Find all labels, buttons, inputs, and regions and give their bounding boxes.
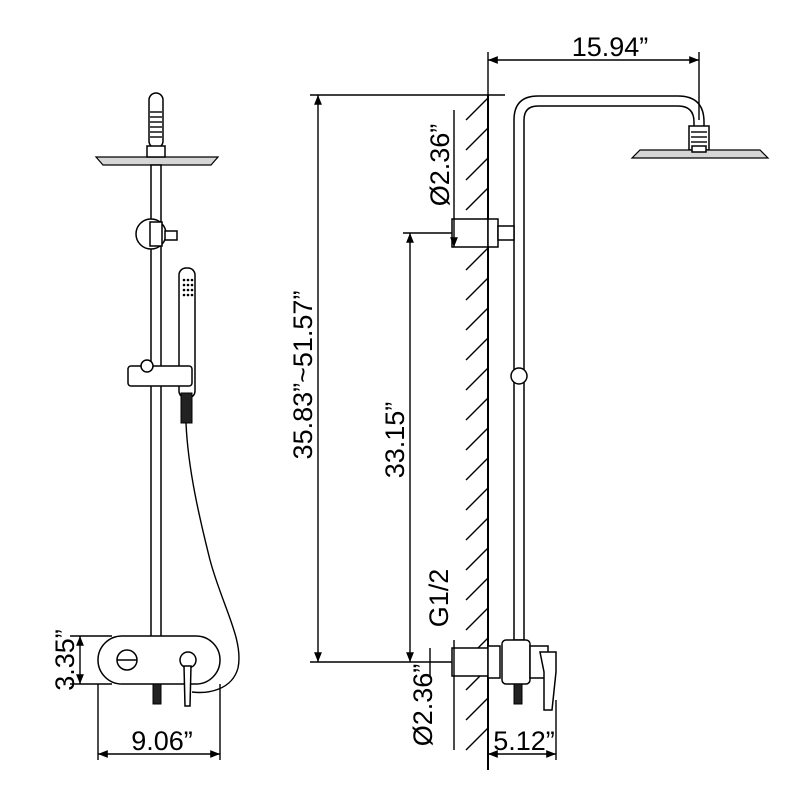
height-range-label: 35.83”~51.57” xyxy=(288,291,318,460)
thread-size-label: G1/2 xyxy=(424,569,454,628)
valve-depth-label: 5.12” xyxy=(493,726,555,756)
side-view: 15.94” 35.83”~51.57” 33.15” Ø2.36” G1/2 xyxy=(288,32,770,770)
front-view: 3.35” 9.06” xyxy=(50,92,240,760)
valve-height-label: 3.35” xyxy=(50,629,80,691)
side-inlet-pipe xyxy=(451,647,489,677)
side-upper-bracket xyxy=(451,218,489,248)
upper-diameter-label: Ø2.36” xyxy=(425,124,455,207)
center-distance-dimension: 33.15” xyxy=(380,232,452,662)
side-shower-head xyxy=(630,149,770,159)
height-range-dimension: 35.83”~51.57” xyxy=(288,94,505,663)
side-valve-body xyxy=(501,639,531,685)
side-shower-arm xyxy=(513,95,705,641)
side-valve-lever xyxy=(539,651,557,711)
upper-diameter-dimension: Ø2.36” xyxy=(425,110,458,247)
front-shower-head xyxy=(94,156,220,166)
valve-height-dimension: 3.35” xyxy=(50,629,112,691)
thread-size-callout: G1/2 xyxy=(424,569,454,676)
front-hose xyxy=(185,422,240,694)
valve-width-dimension: 9.06” xyxy=(97,684,221,760)
valve-width-label: 9.06” xyxy=(131,726,193,756)
head-reach-dimension: 15.94” xyxy=(487,32,700,120)
front-slide-holder xyxy=(127,365,193,387)
lower-diameter-dimension: Ø2.36” xyxy=(408,640,455,750)
valve-depth-dimension: 5.12” xyxy=(488,700,557,760)
head-reach-label: 15.94” xyxy=(572,32,649,62)
front-top-arm xyxy=(148,92,164,149)
center-distance-label: 33.15” xyxy=(380,402,410,479)
side-slide-knob xyxy=(510,367,528,385)
lower-diameter-label: Ø2.36” xyxy=(408,664,438,747)
